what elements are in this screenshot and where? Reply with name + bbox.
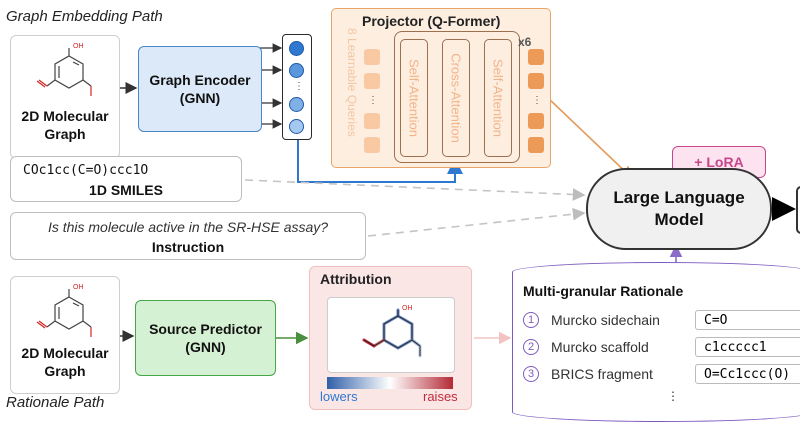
rationale-ellipsis: ⋮ <box>667 389 679 403</box>
output-token-4 <box>528 137 544 153</box>
node-ellipsis: ⋮ <box>294 81 304 92</box>
attribution-molecule: OH <box>362 305 422 358</box>
rationale-name-2: Murcko scaffold <box>551 339 649 355</box>
rationale-name-3: BRICS fragment <box>551 366 653 382</box>
graph-encoder-line2: (GNN) <box>179 90 221 106</box>
oh-label: OH <box>73 43 84 50</box>
smiles-string: COc1cc(C=O)ccc1O <box>23 163 149 178</box>
graph-encoder: Graph Encoder (GNN) <box>138 46 262 132</box>
node-embedding-3 <box>289 97 304 112</box>
instruction-text: Is this molecule active in the SR-HSE as… <box>47 219 329 235</box>
rationale-value-1: C=O <box>695 310 800 330</box>
attention-stack <box>394 31 520 163</box>
rationale-num-3: 3 <box>523 366 539 382</box>
graph-card-label-1: 2D Molecular <box>21 108 109 124</box>
rationale-molecule-card: OH 2D Molecular Graph <box>10 276 120 394</box>
output-token-2 <box>528 73 544 89</box>
query-token-3 <box>364 113 380 129</box>
output-token-3 <box>528 113 544 129</box>
attribution-panel: Attribution OH <box>309 266 472 410</box>
instruction-label: Instruction <box>151 239 225 255</box>
llm-block: Large Language Model <box>586 168 772 250</box>
colorbar-high-label: raises <box>423 389 458 404</box>
node-embedding-column: ⋮ <box>282 34 312 140</box>
llm-line2: Model <box>654 210 704 229</box>
arrow-smiles-to-llm <box>244 179 586 201</box>
rationale-item-1: 1 Murcko sidechain C=O <box>523 309 800 331</box>
cross-attention-block: Cross-Attention <box>442 39 470 157</box>
source-predictor-line2: (GNN) <box>185 339 226 355</box>
arrow-instruction-to-llm <box>367 207 586 237</box>
repeat-label: x6 <box>518 35 532 49</box>
oh-label-2: OH <box>73 284 84 291</box>
self-attention-block-2: Self-Attention <box>484 39 512 157</box>
node-embedding-1 <box>289 41 304 56</box>
graph-path-title: Graph Embedding Path <box>6 8 163 25</box>
molecule-drawing: OH <box>36 43 92 96</box>
instruction-box: Is this molecule active in the SR-HSE as… <box>10 212 366 260</box>
arrow-nodes-to-cross-attention <box>297 140 463 183</box>
rationale-card-label-2: Graph <box>44 363 86 379</box>
query-token-2 <box>364 73 380 89</box>
rationale-name-1: Murcko sidechain <box>551 312 660 328</box>
attribution-molecule-card: OH <box>327 297 455 373</box>
graph-molecule-card: OH 2D Molecular Graph <box>10 35 120 159</box>
rationale-path-title: Rationale Path <box>6 394 105 411</box>
rationale-value-3: O=Cc1ccc(O) <box>695 364 800 384</box>
rationale-item-2: 2 Murcko scaffold c1ccccc1 <box>523 336 800 358</box>
query-token-4 <box>364 137 380 153</box>
attribution-colorbar <box>327 377 453 389</box>
output-box <box>796 186 800 234</box>
node-embedding-2 <box>289 63 304 78</box>
rationale-database: Multi-granular Rationale 1 Murcko sidech… <box>512 262 800 422</box>
queries-label: 8 Learnable Queries <box>345 28 359 137</box>
smiles-label: 1D SMILES <box>89 182 163 198</box>
colorbar-low-label: lowers <box>320 389 358 404</box>
rationale-title: Multi-granular Rationale <box>523 283 684 299</box>
llm-line1: Large Language <box>613 188 745 207</box>
rationale-num-2: 2 <box>523 339 539 355</box>
rationale-card-label-1: 2D Molecular <box>21 345 109 361</box>
attribution-title: Attribution <box>320 271 392 287</box>
attribution-oh: OH <box>402 305 413 312</box>
output-token-1 <box>528 49 544 65</box>
query-token-1 <box>364 49 380 65</box>
rationale-num-1: 1 <box>523 312 539 328</box>
graph-encoder-line1: Graph Encoder <box>149 72 251 88</box>
node-embedding-4 <box>289 119 304 134</box>
smiles-box: COc1cc(C=O)ccc1O 1D SMILES <box>10 156 242 202</box>
source-predictor: Source Predictor (GNN) <box>135 300 276 376</box>
molecule-drawing-2: OH <box>36 284 92 337</box>
source-predictor-line1: Source Predictor <box>149 321 262 337</box>
output-ellipsis: ⋮ <box>532 95 542 106</box>
graph-card-label-2: Graph <box>44 126 86 142</box>
arrow-projector-to-llm <box>547 97 634 180</box>
rationale-item-3: 3 BRICS fragment O=Cc1ccc(O) <box>523 363 800 385</box>
self-attention-block-1: Self-Attention <box>400 39 428 157</box>
rationale-value-2: c1ccccc1 <box>695 337 800 357</box>
projector-title: Projector (Q-Former) <box>362 13 501 29</box>
projector-qformer: Projector (Q-Former) 8 Learnable Queries… <box>331 8 551 168</box>
query-ellipsis: ⋮ <box>368 95 378 106</box>
